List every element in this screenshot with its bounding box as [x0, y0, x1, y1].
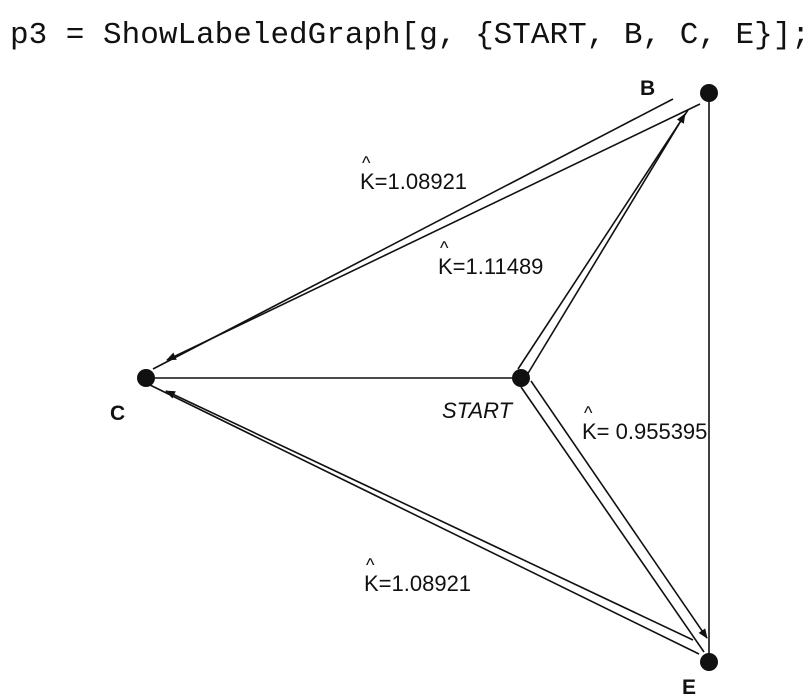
- node-start-dot: [512, 369, 530, 387]
- edge-label-e-c: K=1.08921: [364, 571, 471, 596]
- code-input-line: p3 = ShowLabeledGraph[g, {START, B, C, E…: [10, 18, 803, 53]
- hat-icon: ^: [584, 403, 593, 423]
- node-e-label: E: [682, 676, 696, 696]
- node-b-label: B: [640, 77, 655, 100]
- hat-icon: ^: [366, 555, 375, 575]
- edge-e-c-line: [149, 384, 700, 655]
- node-start-label: START: [442, 398, 514, 423]
- hat-icon: ^: [362, 153, 371, 173]
- edge-start-b-arrow: [526, 113, 686, 376]
- edge-label-b-c: K=1.08921: [360, 169, 467, 194]
- edge-start-b-line: [517, 109, 689, 370]
- edge-start-e-line: [520, 386, 705, 653]
- node-c-label: C: [110, 402, 125, 425]
- node-b-dot: [700, 84, 718, 102]
- node-e-dot: [700, 653, 718, 671]
- node-c-dot: [137, 369, 155, 387]
- edge-label-start-e: K= 0.955395: [582, 419, 707, 444]
- edge-start-e-arrow: [530, 380, 708, 639]
- edge-label-start-b: K=1.11489: [438, 254, 543, 279]
- edge-e-c-arrow: [165, 390, 694, 641]
- edge-b-c-line-1: [152, 98, 674, 370]
- edge-b-c-arrow: [166, 103, 701, 361]
- hat-icon: ^: [440, 238, 449, 258]
